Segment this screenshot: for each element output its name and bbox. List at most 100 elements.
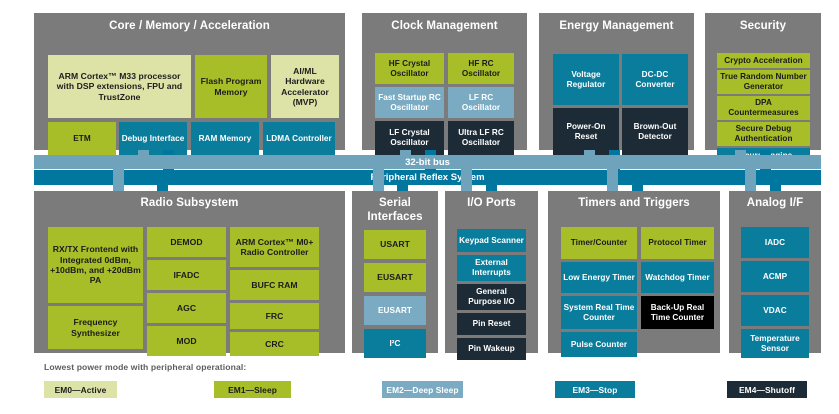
panel-title: Analog I/F bbox=[746, 197, 804, 209]
block-frc[interactable]: FRC bbox=[230, 303, 319, 329]
block-secure-debug-authentication[interactable]: Secure Debug Authentication bbox=[717, 122, 810, 146]
panel-title: Security bbox=[739, 20, 787, 32]
panel-io-ports: I/O Ports Keypad Scanner External Interr… bbox=[445, 191, 538, 360]
panel-body: RX/TX Frontend with Integrated 0dBm, +10… bbox=[40, 213, 339, 356]
block-eusart-em1[interactable]: EUSART bbox=[364, 263, 426, 292]
panel-radio-subsystem: Radio Subsystem RX/TX Frontend with Inte… bbox=[34, 191, 345, 356]
bus-32-bit: 32-bit bus bbox=[34, 155, 821, 169]
panel-body: Timer/Counter Protocol Timer Low Energy … bbox=[554, 213, 714, 357]
bus-stub bbox=[373, 169, 384, 191]
block-rx-tx-frontend[interactable]: RX/TX Frontend with Integrated 0dBm, +10… bbox=[48, 227, 143, 303]
block-demod[interactable]: DEMOD bbox=[147, 227, 226, 257]
panel-body: IADC ACMP VDAC Temperature Sensor bbox=[735, 213, 815, 358]
block-frequency-synthesizer[interactable]: Frequency Synthesizer bbox=[48, 306, 143, 349]
panel-core-memory-acceleration: Core / Memory / Acceleration ARM Cortex™… bbox=[34, 13, 345, 155]
block-temperature-sensor[interactable]: Temperature Sensor bbox=[741, 329, 809, 358]
bus-stub bbox=[486, 185, 497, 191]
panel-timers-and-triggers: Timers and Triggers Timer/Counter Protoc… bbox=[548, 191, 720, 357]
block-fast-startup-rc-oscillator[interactable]: Fast Startup RC Oscillator bbox=[375, 87, 444, 118]
panel-body: Voltage Regulator DC-DC Converter Power-… bbox=[545, 37, 688, 155]
block-ultra-lf-rc-oscillator[interactable]: Ultra LF RC Oscillator bbox=[448, 121, 514, 155]
bus-stub bbox=[745, 169, 756, 191]
panel-body: Keypad Scanner External Interrupts Gener… bbox=[451, 226, 532, 360]
block-iadc[interactable]: IADC bbox=[741, 227, 809, 258]
bus-stub bbox=[397, 185, 408, 191]
block-dc-dc-converter[interactable]: DC-DC Converter bbox=[622, 54, 688, 105]
block-external-interrupts[interactable]: External Interrupts bbox=[457, 255, 526, 281]
block-watchdog-timer[interactable]: Watchdog Timer bbox=[641, 262, 714, 293]
block-low-energy-timer[interactable]: Low Energy Timer bbox=[561, 262, 637, 293]
block-debug-interface[interactable]: Debug Interface bbox=[119, 122, 187, 155]
block-ram-memory[interactable]: RAM Memory bbox=[191, 122, 259, 155]
bus-stub bbox=[607, 169, 618, 191]
block-keypad-scanner[interactable]: Keypad Scanner bbox=[457, 229, 526, 252]
block-protocol-timer[interactable]: Protocol Timer bbox=[641, 227, 714, 259]
block-usart[interactable]: USART bbox=[364, 230, 426, 259]
block-crypto-acceleration[interactable]: Crypto Acceleration bbox=[717, 53, 810, 68]
bus-stub bbox=[584, 150, 595, 156]
block-arm-cortex-m33[interactable]: ARM Cortex™ M33 processor with DSP exten… bbox=[48, 55, 191, 118]
panel-serial-interfaces: Serial Interfaces USART EUSART EUSART I²… bbox=[352, 191, 438, 358]
block-hf-rc-oscillator[interactable]: HF RC Oscillator bbox=[448, 53, 514, 84]
block-vdac[interactable]: VDAC bbox=[741, 295, 809, 326]
legend-item-em4[interactable]: EM4—Shutoff bbox=[727, 381, 807, 398]
panel-analog-if: Analog I/F IADC ACMP VDAC Temperature Se… bbox=[729, 191, 821, 358]
panel-body: HF Crystal Oscillator HF RC Oscillator F… bbox=[368, 37, 521, 155]
panel-energy-management: Energy Management Voltage Regulator DC-D… bbox=[539, 13, 694, 155]
block-etm[interactable]: ETM bbox=[48, 122, 116, 155]
legend-item-em3[interactable]: EM3—Stop bbox=[555, 381, 635, 398]
bus-label: Peripheral Reflex System bbox=[370, 172, 485, 183]
block-timer-counter[interactable]: Timer/Counter bbox=[561, 227, 637, 259]
block-voltage-regulator[interactable]: Voltage Regulator bbox=[553, 54, 619, 105]
block-agc[interactable]: AGC bbox=[147, 293, 226, 323]
legend-item-em1[interactable]: EM1—Sleep bbox=[214, 381, 291, 398]
bus-peripheral-reflex-system: Peripheral Reflex System bbox=[34, 170, 821, 185]
panel-title: Timers and Triggers bbox=[578, 197, 690, 209]
block-back-up-real-time-counter[interactable]: Back-Up Real Time Counter bbox=[641, 296, 714, 329]
block-ifadc[interactable]: IFADC bbox=[147, 260, 226, 290]
block-hf-crystal-oscillator[interactable]: HF Crystal Oscillator bbox=[375, 53, 444, 84]
block-flash-program-memory[interactable]: Flash Program Memory bbox=[195, 55, 267, 118]
block-mod[interactable]: MOD bbox=[147, 326, 226, 356]
bus-stub bbox=[138, 150, 149, 156]
block-arm-cortex-m0-radio-controller[interactable]: ARM Cortex™ M0+ Radio Controller bbox=[230, 227, 319, 267]
block-ai-ml-hardware-accelerator[interactable]: AI/ML Hardware Accelerator (MVP) bbox=[271, 55, 339, 118]
block-true-random-number-generator[interactable]: True Random Number Generator bbox=[717, 70, 810, 94]
panel-body: ARM Cortex™ M33 processor with DSP exten… bbox=[40, 37, 339, 155]
block-bufc-ram[interactable]: BUFC RAM bbox=[230, 270, 319, 300]
block-brown-out-detector[interactable]: Brown-Out Detector bbox=[622, 108, 688, 155]
panel-title: I/O Ports bbox=[467, 197, 516, 209]
block-pin-reset[interactable]: Pin Reset bbox=[457, 313, 526, 335]
block-i2c[interactable]: I²C bbox=[364, 329, 426, 358]
block-lf-crystal-oscillator[interactable]: LF Crystal Oscillator bbox=[375, 121, 444, 155]
bus-stub bbox=[770, 185, 781, 191]
block-system-real-time-counter[interactable]: System Real Time Counter bbox=[561, 296, 637, 329]
panel-security: Security Crypto Acceleration True Random… bbox=[705, 13, 821, 164]
bus-label: 32-bit bus bbox=[405, 156, 450, 168]
bus-stub bbox=[113, 169, 124, 191]
block-dpa-countermeasures[interactable]: DPA Countermeasures bbox=[717, 96, 810, 120]
block-lf-rc-oscillator[interactable]: LF RC Oscillator bbox=[448, 87, 514, 118]
panel-title: Energy Management bbox=[559, 20, 674, 32]
panel-title: Serial Interfaces bbox=[367, 197, 423, 223]
panel-body: Crypto Acceleration True Random Number G… bbox=[711, 37, 815, 164]
block-crc[interactable]: CRC bbox=[230, 332, 319, 356]
bus-stub bbox=[400, 150, 411, 156]
bus-stub bbox=[461, 169, 472, 191]
panel-title: Clock Management bbox=[391, 20, 498, 32]
legend-item-em0[interactable]: EM0—Active bbox=[44, 381, 117, 398]
bus-stub bbox=[157, 185, 168, 191]
panel-title: Core / Memory / Acceleration bbox=[109, 20, 270, 32]
block-power-on-reset[interactable]: Power-On Reset bbox=[553, 108, 619, 155]
panel-clock-management: Clock Management HF Crystal Oscillator H… bbox=[362, 13, 527, 155]
block-pin-wakeup[interactable]: Pin Wakeup bbox=[457, 338, 526, 360]
block-acmp[interactable]: ACMP bbox=[741, 261, 809, 292]
legend-note: Lowest power mode with peripheral operat… bbox=[44, 362, 247, 372]
block-ldma-controller[interactable]: LDMA Controller bbox=[263, 122, 335, 155]
block-general-purpose-io[interactable]: General Purpose I/O bbox=[457, 284, 526, 310]
legend-item-em2[interactable]: EM2—Deep Sleep bbox=[382, 381, 463, 398]
block-pulse-counter[interactable]: Pulse Counter bbox=[561, 332, 637, 357]
panel-title: Radio Subsystem bbox=[140, 197, 239, 209]
block-eusart-em2[interactable]: EUSART bbox=[364, 296, 426, 325]
